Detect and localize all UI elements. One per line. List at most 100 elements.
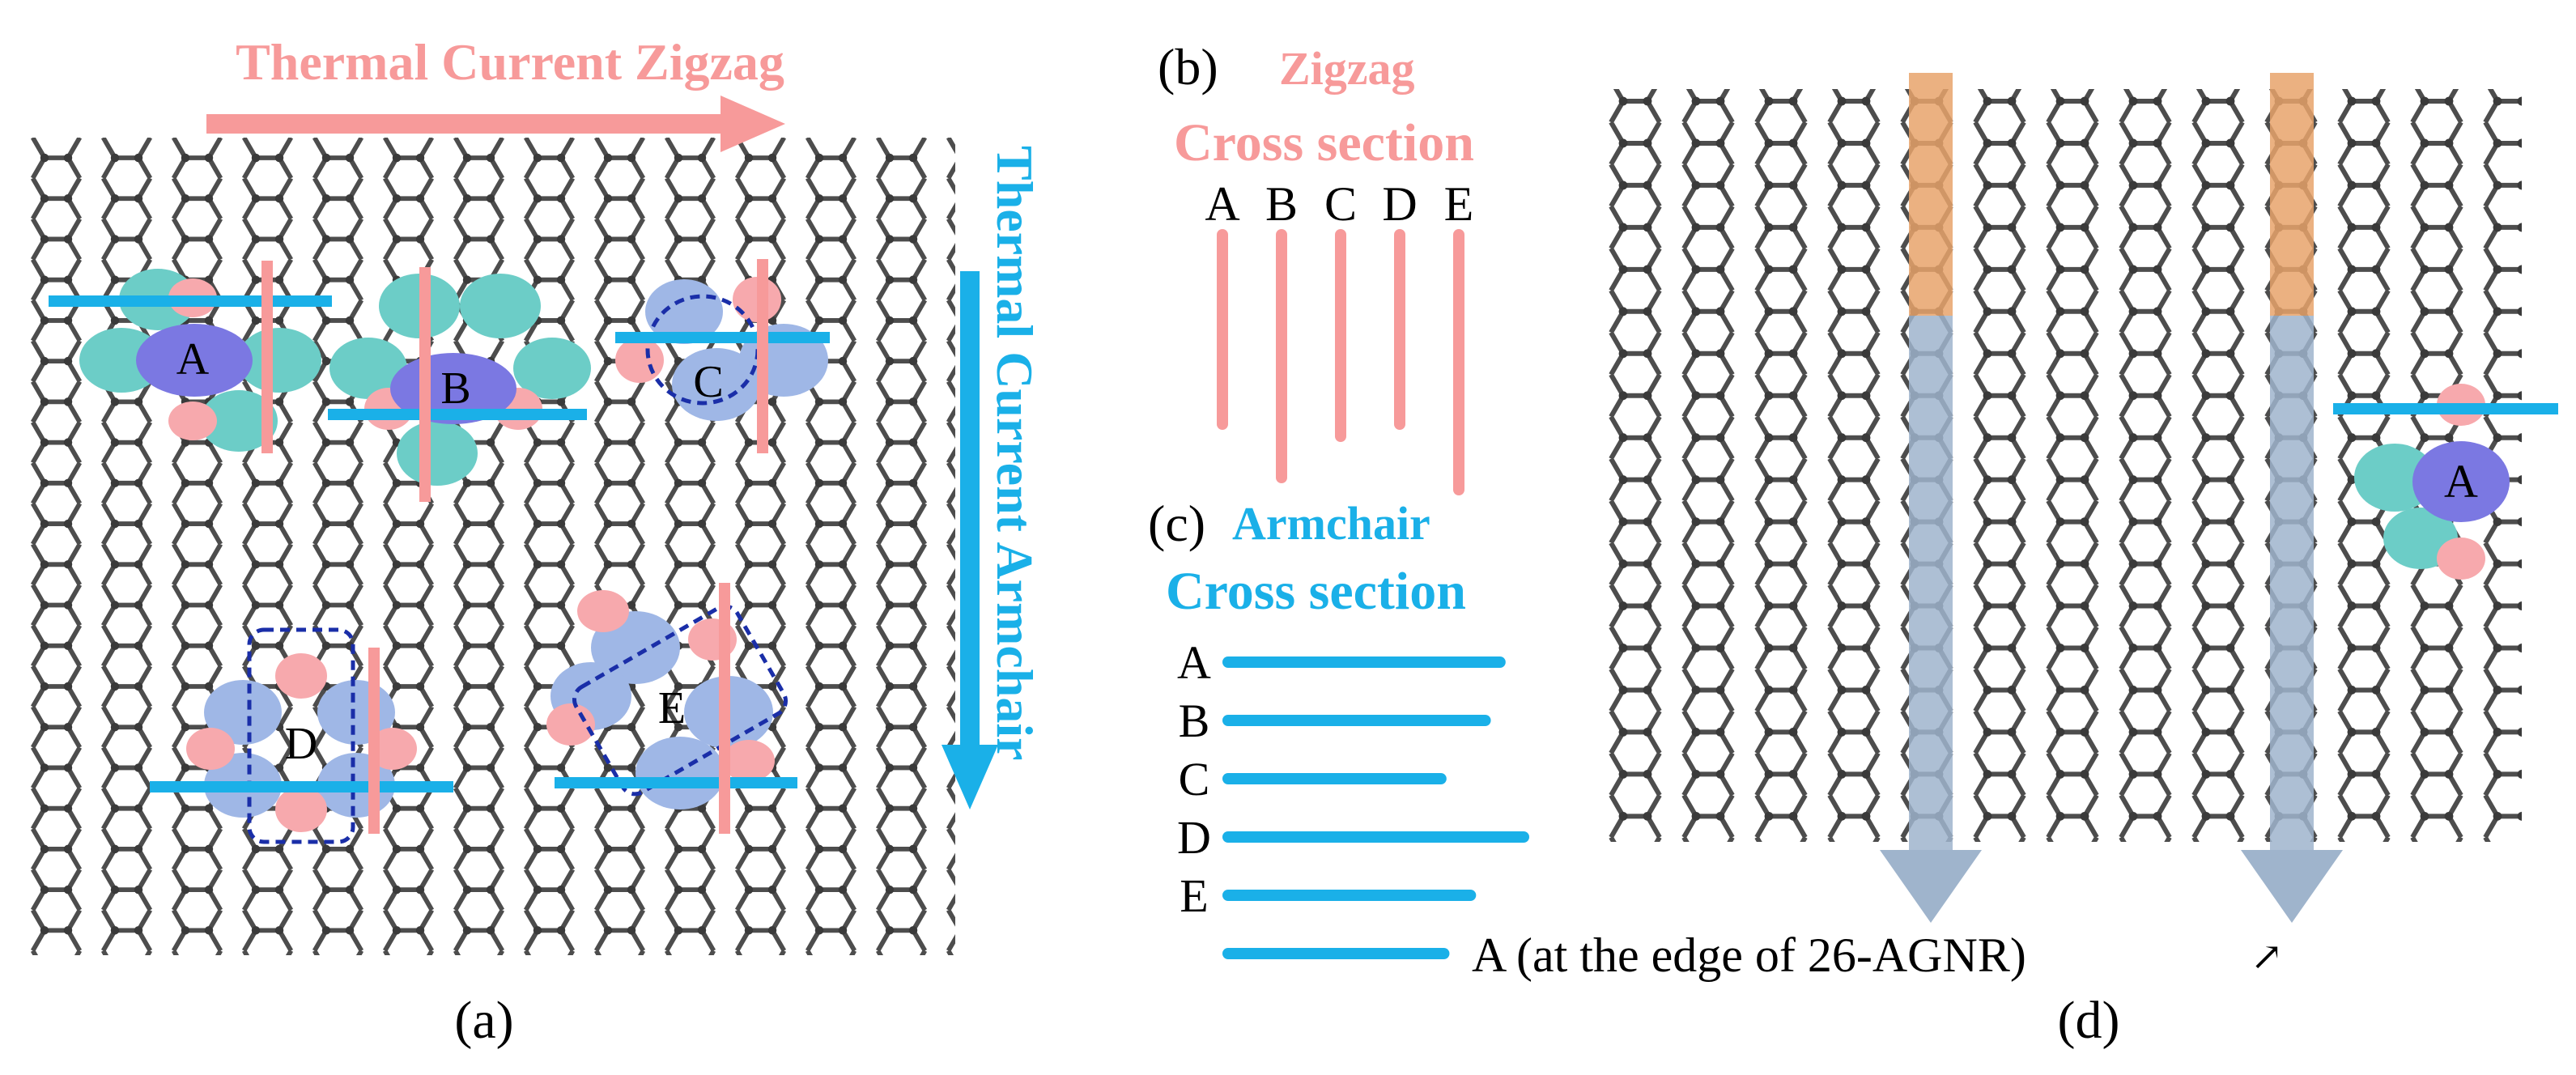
lattice-atom (181, 885, 190, 894)
lattice-atom (1619, 854, 1628, 863)
lattice-atom (2055, 307, 2065, 317)
defect-d-blue (204, 680, 282, 745)
lattice-atom (1861, 138, 1871, 148)
lattice-atom (1983, 181, 1992, 190)
lattice-atom (674, 601, 683, 610)
lattice-atom (462, 885, 472, 894)
lattice-atom (533, 519, 542, 529)
lattice-atom (767, 682, 777, 691)
lattice-atom (2153, 349, 2162, 359)
lattice-atom (2153, 854, 2162, 863)
lattice-atom (603, 844, 613, 854)
lattice-atom (1691, 96, 1701, 106)
lattice-atom (885, 316, 895, 325)
lattice-atom (1861, 769, 1871, 779)
lattice-atom (1546, 55, 1555, 64)
lattice-atom (345, 153, 355, 163)
lattice-atom (134, 113, 142, 121)
lattice-atom (2153, 475, 2162, 485)
lattice-atom (838, 844, 848, 854)
lattice-atom (2445, 55, 2454, 64)
lattice-atom (2371, 559, 2381, 568)
lattice-atom (415, 641, 425, 650)
lattice-atom (63, 316, 73, 325)
lattice-atom (204, 601, 214, 610)
lattice-atom (1837, 307, 1847, 317)
lattice-atom (2566, 812, 2575, 821)
lattice-atom (1765, 854, 1774, 863)
lattice-atom (2225, 349, 2235, 359)
lattice-atom (627, 478, 636, 488)
lattice-atom (134, 601, 143, 610)
lattice-atom (956, 886, 964, 894)
lattice-atom (627, 885, 636, 894)
lattice-atom (1618, 769, 1628, 779)
lattice-atom (2007, 769, 2017, 779)
lattice-atom (1546, 559, 1555, 568)
lattice-atom (134, 519, 143, 529)
lattice-atom (1788, 349, 1798, 359)
lattice-atom (40, 113, 49, 121)
lattice-atom (2420, 265, 2429, 274)
lattice-atom (110, 519, 120, 529)
lattice-atom (1764, 223, 1774, 232)
lattice-atom (980, 926, 988, 934)
lattice-atom (1643, 55, 1652, 64)
lattice-atom (1643, 686, 1652, 695)
lattice-atom (40, 153, 49, 163)
lattice-atom (2201, 307, 2211, 317)
lattice-atom (1861, 811, 1871, 821)
lattice-atom (345, 519, 355, 529)
lattice-atom (2444, 686, 2454, 695)
lattice-atom (744, 560, 754, 569)
lattice-atom (885, 478, 895, 488)
lattice-atom (1643, 223, 1652, 232)
lattice-atom (2493, 601, 2502, 610)
lattice-atom (2493, 433, 2502, 443)
armchair-current-title: Thermal Current Armchair (986, 146, 1044, 761)
lattice-atom (2518, 854, 2527, 863)
lattice-atom (1764, 307, 1774, 317)
lattice-atom (2347, 559, 2357, 568)
lattice-atom (1571, 517, 1579, 526)
lattice-atom (2493, 307, 2502, 317)
lattice-atom (1837, 517, 1847, 527)
lattice-atom (2007, 96, 2017, 106)
lattice-atom (2566, 770, 2575, 779)
lattice-atom (204, 560, 214, 569)
lattice-atom (556, 275, 566, 284)
lattice-atom (1861, 728, 1871, 737)
lattice-atom (462, 844, 472, 854)
lattice-atom (204, 194, 214, 203)
lattice-atom (204, 478, 214, 488)
lattice-atom (603, 397, 613, 406)
lattice-atom (110, 275, 120, 284)
lattice-atom (838, 356, 848, 366)
lattice-atom (1764, 433, 1774, 443)
lattice-atom (2128, 349, 2138, 359)
lattice-atom (2371, 265, 2381, 274)
lattice-atom (1788, 769, 1798, 779)
lattice-atom (697, 478, 707, 488)
lattice-atom (2371, 811, 2381, 821)
lattice-atom (1911, 55, 1919, 64)
lattice-atom (40, 560, 49, 569)
lattice-atom (1571, 55, 1579, 64)
lattice-atom (2517, 644, 2522, 652)
lattice-atom (110, 397, 120, 406)
lattice-atom (674, 844, 683, 854)
lattice-atom (205, 967, 213, 975)
lattice-atom (1983, 433, 1992, 443)
lattice-atom (838, 153, 848, 163)
lattice-atom (274, 153, 284, 163)
lattice-atom (2517, 601, 2522, 610)
lattice-atom (2566, 223, 2575, 232)
lattice-atom (392, 926, 402, 935)
lattice-atom (462, 763, 472, 772)
lattice-atom (251, 275, 261, 284)
edge-note-arrow: ↗ (2251, 936, 2283, 979)
lattice-atom (956, 194, 964, 202)
defect-label-e: E (658, 683, 686, 733)
lattice-atom (1764, 265, 1774, 274)
lattice-atom (2517, 349, 2522, 359)
